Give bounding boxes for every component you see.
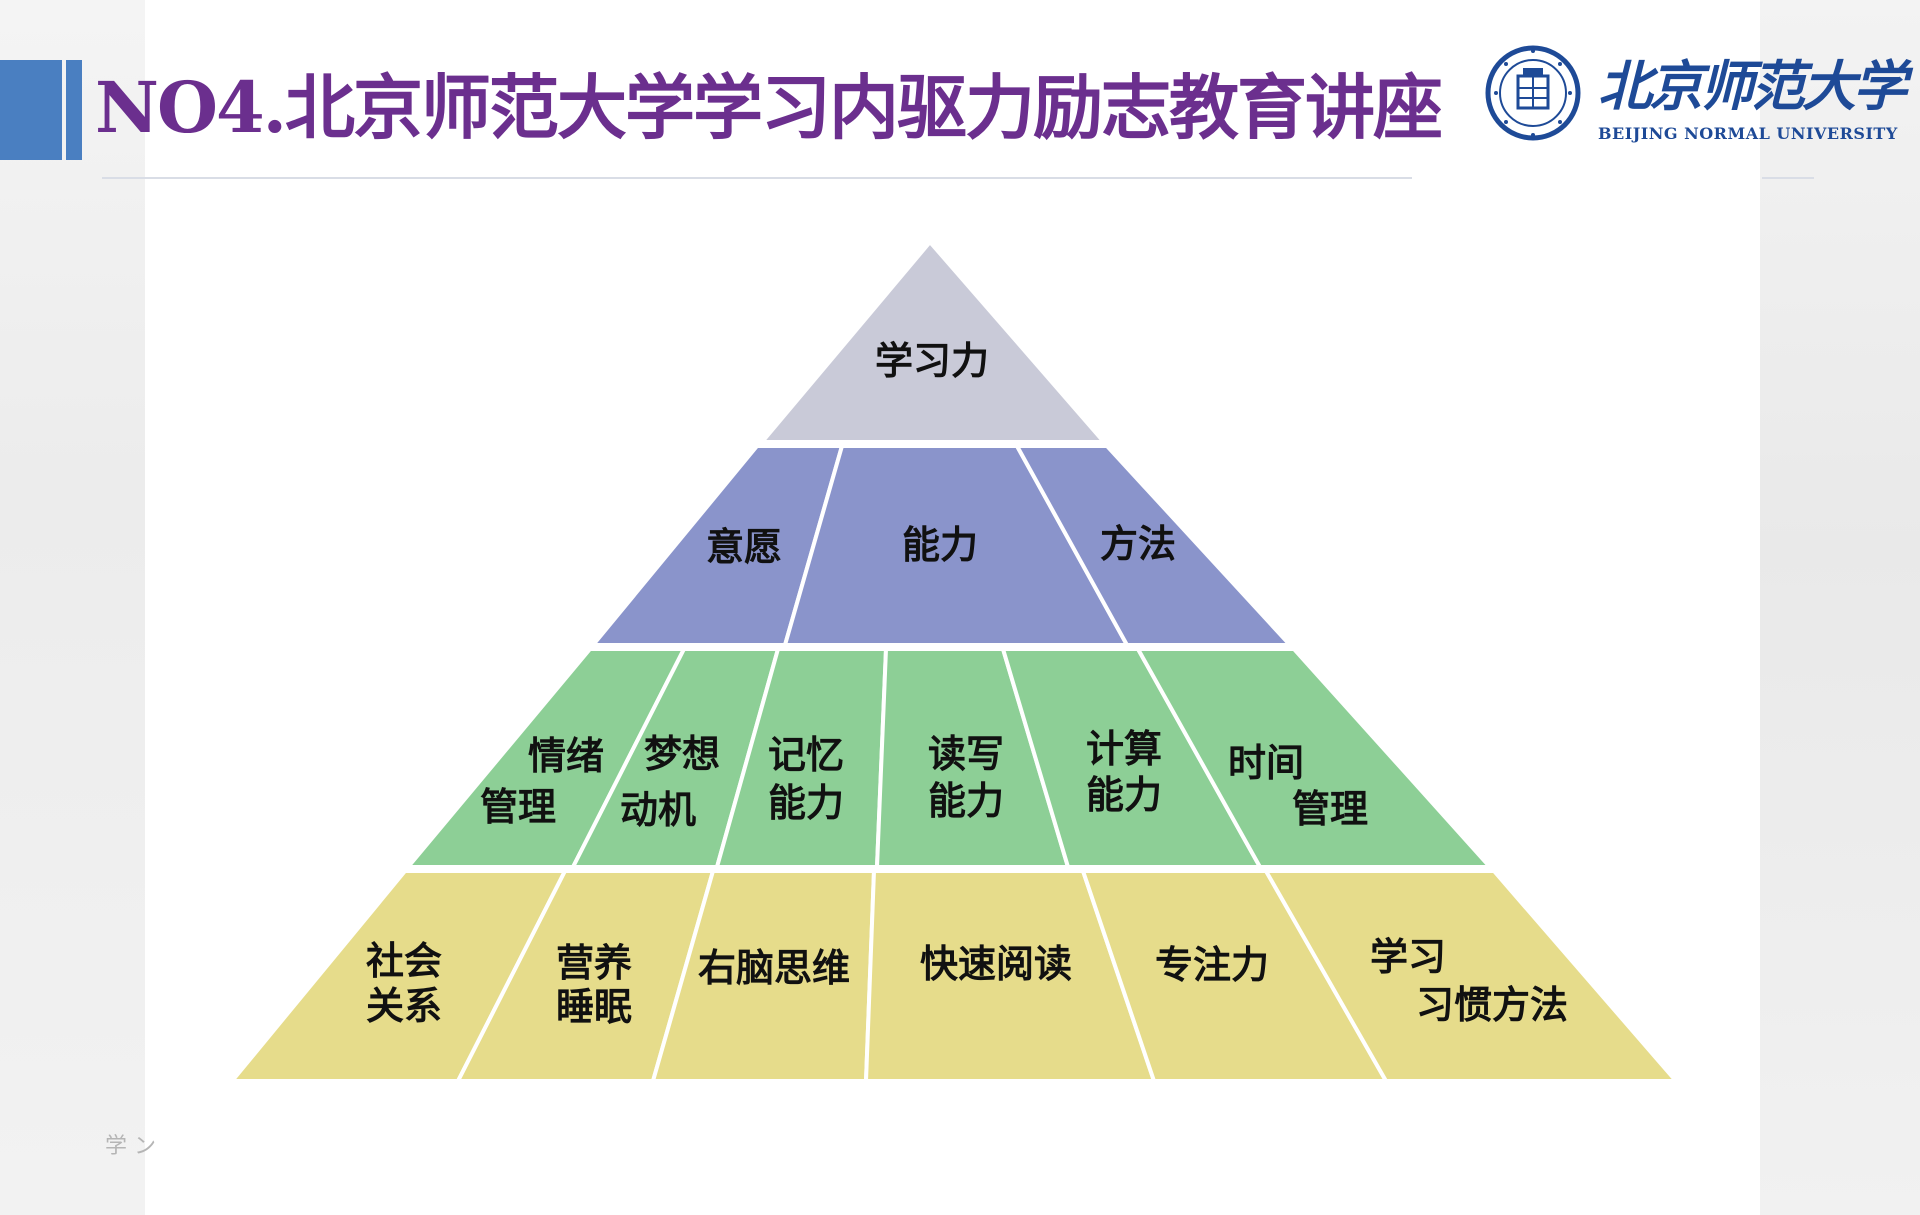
label-jiyi: 记忆能力 [768, 733, 844, 825]
tier2-cell-fangfa [1013, 444, 1295, 647]
label-duxie: 读写能力 [928, 732, 1004, 823]
label-zhuanzhu: 专注力 [1155, 943, 1269, 987]
label-qingxu: 情绪管理 [480, 734, 604, 829]
background-left [0, 0, 145, 1215]
background-right [1760, 0, 1920, 1215]
title-accent-stripe [66, 60, 82, 160]
university-seal-icon [1485, 45, 1581, 141]
label-shehui: 社会关系 [366, 939, 442, 1028]
label-xiguan: 学习习惯方法 [1370, 935, 1568, 1027]
title-accent-bar [0, 60, 62, 160]
label-fangfa: 方法 [1100, 522, 1176, 566]
label-shijian: 时间管理 [1228, 741, 1368, 831]
label-kuaisu: 快速阅读 [920, 942, 1072, 986]
label-mengxiang: 梦想动机 [620, 732, 720, 832]
label-younao: 右脑思维 [698, 946, 850, 990]
label-yingyang: 营养睡眠 [556, 941, 632, 1029]
tier1-cell-xuexili [757, 238, 1109, 444]
label-xuexili: 学习力 [875, 339, 989, 383]
header-divider-right [1762, 177, 1814, 179]
tier4-cell-xiguan [1262, 869, 1681, 1083]
footer-fragment: 学 ン [105, 1134, 156, 1159]
label-nengli: 能力 [902, 523, 978, 567]
page-title: NO4.北京师范大学学习内驱力励志教育讲座 [95, 66, 1443, 149]
label-jisuan: 计算能力 [1086, 727, 1162, 817]
header-divider [102, 177, 1412, 179]
tier3-cell-shijian [1134, 647, 1495, 869]
logo-english-name: BEIJING NORMAL UNIVERSITY [1598, 124, 1898, 143]
label-yiyuan: 意愿 [706, 525, 782, 569]
